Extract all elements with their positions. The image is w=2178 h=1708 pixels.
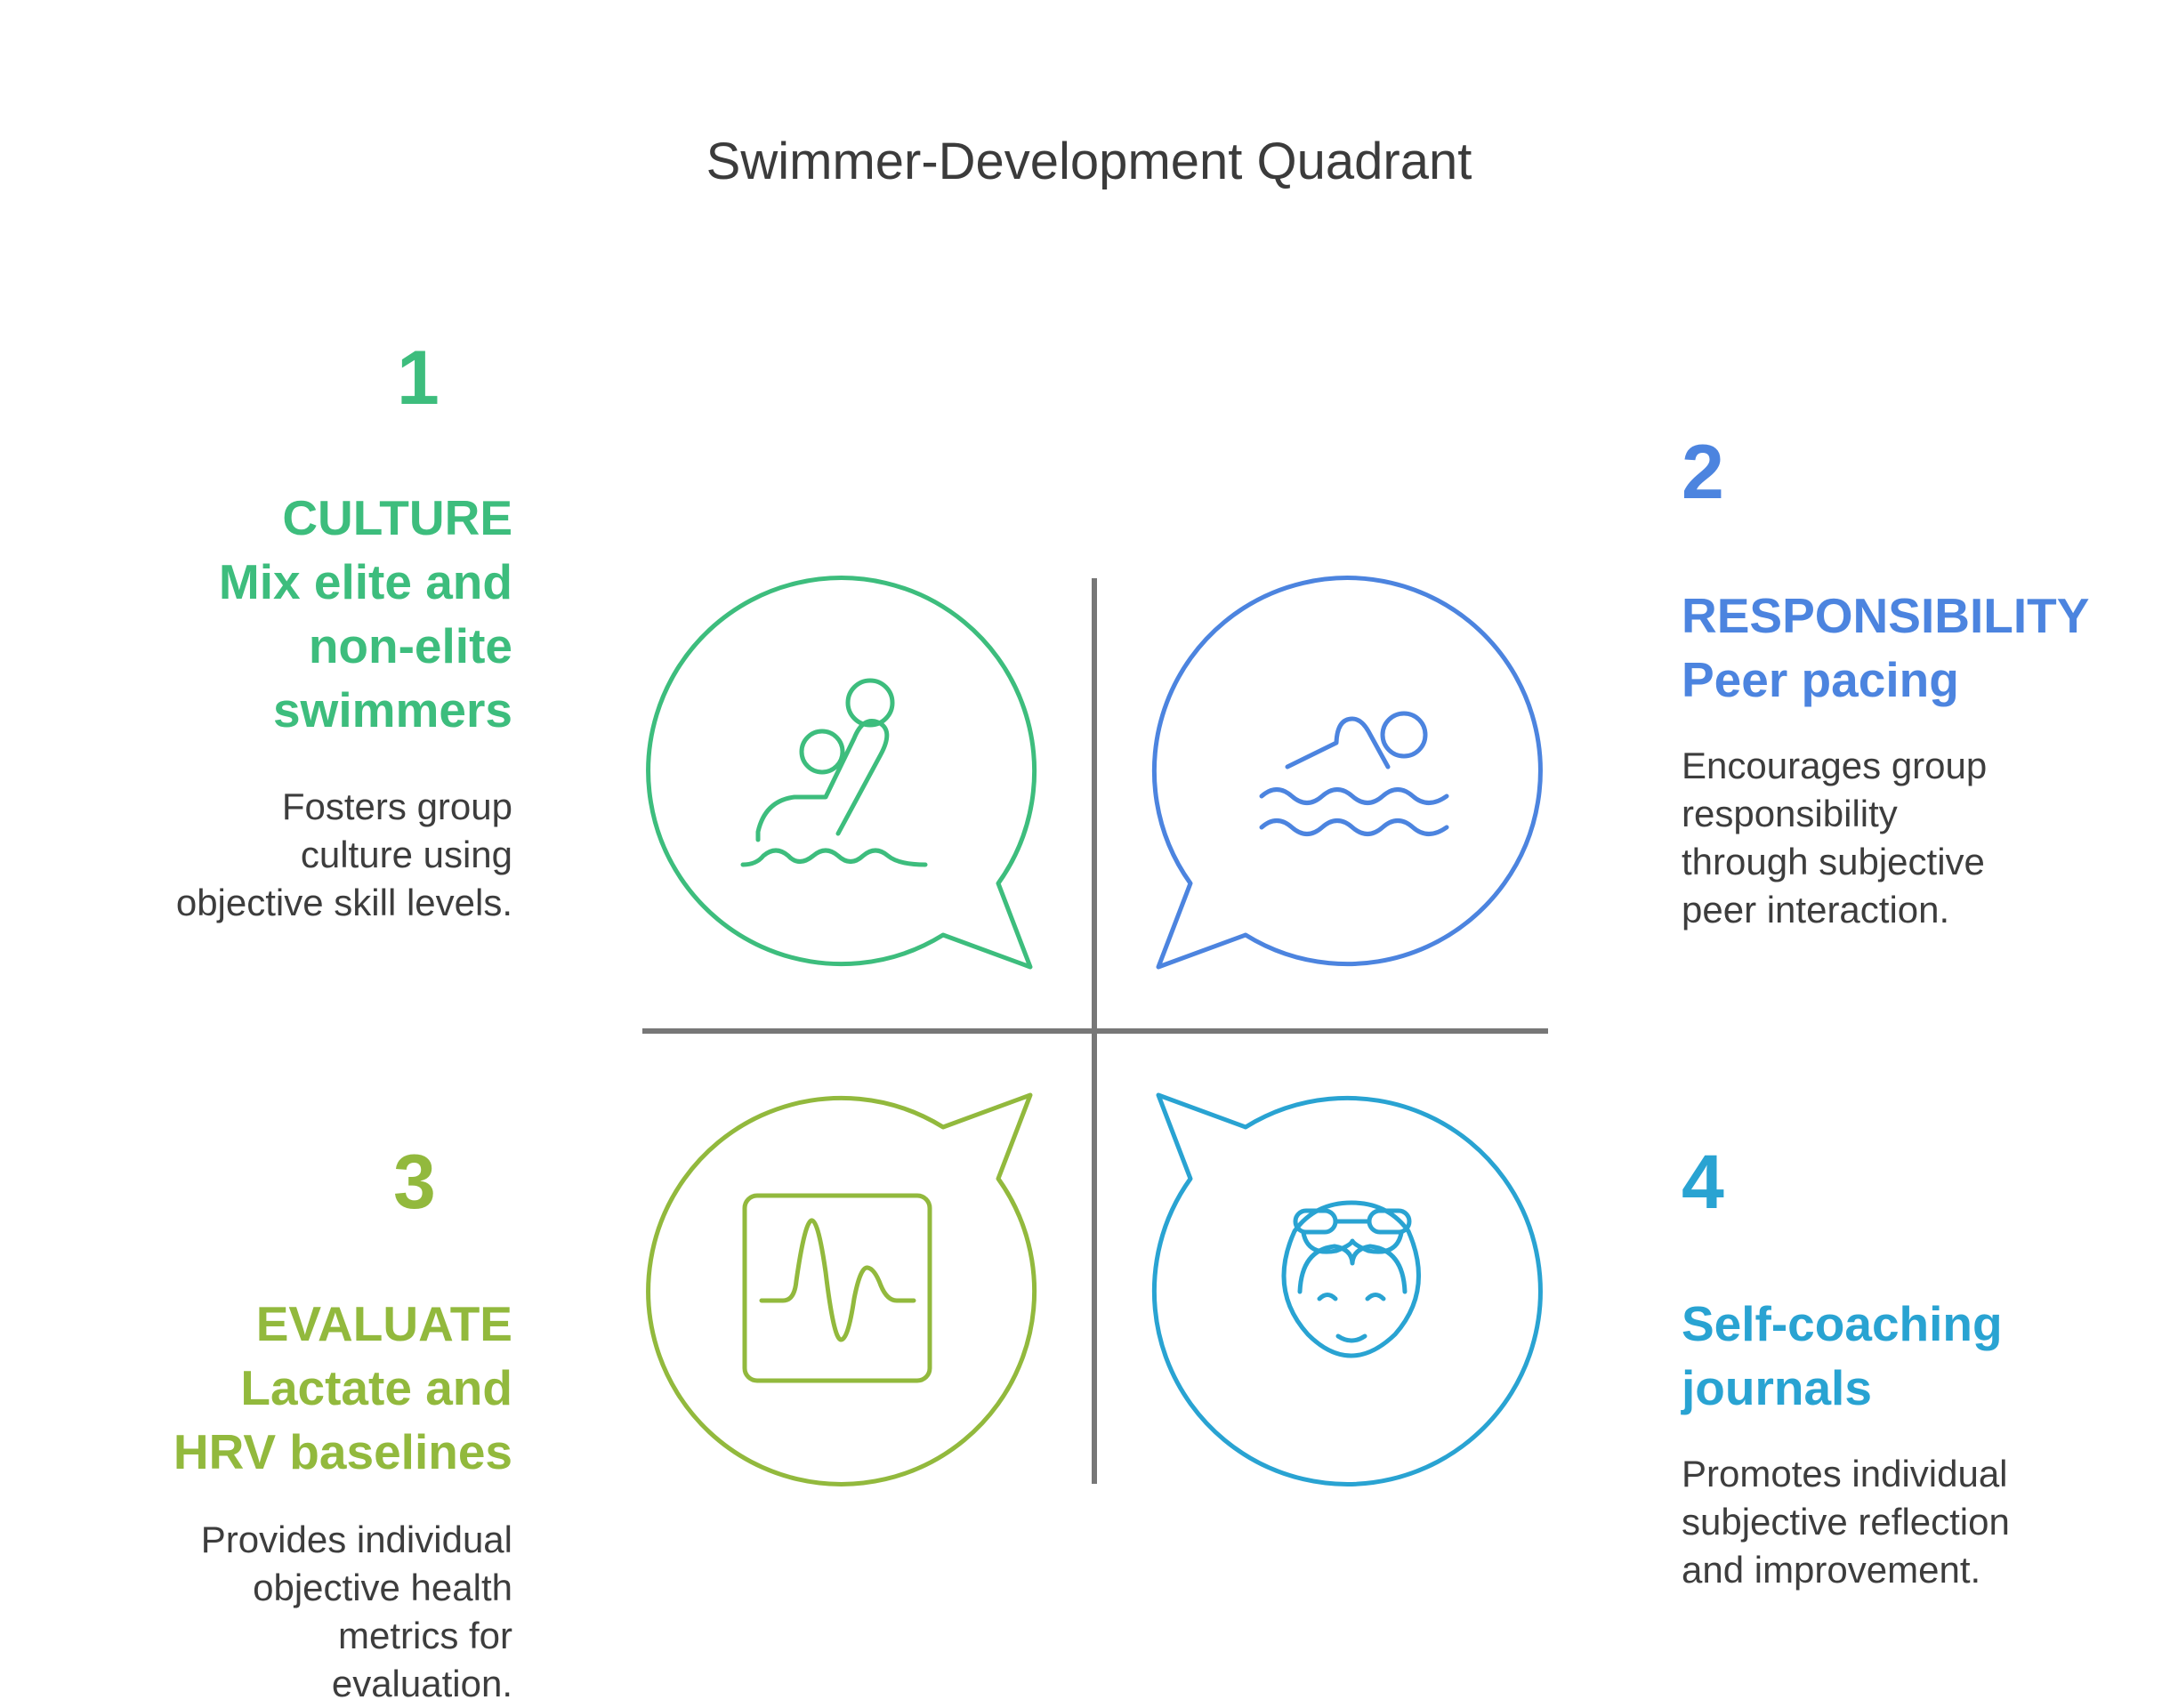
quadrant-4-heading-line: Self-coaching xyxy=(1682,1296,2003,1351)
quadrant-4-description-line: and improvement. xyxy=(1682,1549,1981,1591)
swimmer-icon xyxy=(1259,711,1449,836)
quadrant-2-heading-line: RESPONSIBILITY xyxy=(1682,588,2090,643)
quadrant-3-heading-line: EVALUATE xyxy=(255,1296,512,1351)
quadrant-3-description-line: metrics for xyxy=(337,1615,512,1656)
quadrant-1-heading-line: Mix elite and xyxy=(218,554,512,609)
diagram-title: Swimmer-Development Quadrant xyxy=(706,133,1472,190)
quadrant-1-heading-line: CULTURE xyxy=(282,490,512,545)
quadrant-1-description: Fosters group culture using objective sk… xyxy=(14,783,512,927)
quadrant-4-heading: Self-coaching journals xyxy=(1682,1292,2162,1420)
quadrant-2-number: 2 xyxy=(1682,430,1724,515)
quadrant-4-number: 4 xyxy=(1682,1140,1724,1225)
quadrant-4-heading-line: journals xyxy=(1682,1360,1872,1415)
quadrant-2-bubble xyxy=(1151,576,1543,970)
quadrant-2-heading-line: Peer pacing xyxy=(1682,652,1959,707)
quadrant-4-description-line: Promotes individual xyxy=(1682,1453,2008,1494)
quadrant-2-description-line: through subjective xyxy=(1682,841,1985,882)
quadrant-1-number: 1 xyxy=(397,335,440,421)
quadrant-2-description-line: peer interaction. xyxy=(1682,889,1950,931)
quadrant-3-bubble xyxy=(646,1092,1037,1486)
quadrant-3-heading-line: Lactate and xyxy=(240,1360,512,1415)
quadrant-3-heading-line: HRV baselines xyxy=(173,1424,512,1479)
heart-monitor-icon xyxy=(742,1193,932,1383)
quadrant-3-heading: EVALUATE Lactate and HRV baselines xyxy=(14,1292,512,1484)
quadrant-4-bubble xyxy=(1151,1092,1543,1486)
quadrant-3-number: 3 xyxy=(393,1140,436,1225)
quadrant-3-description-line: Provides individual xyxy=(200,1519,512,1560)
quadrant-1-bubble xyxy=(646,576,1037,970)
quadrant-1-heading-line: swimmers xyxy=(272,682,512,737)
quadrant-2-description-line: responsibility xyxy=(1682,793,1898,834)
quadrant-3-description-line: objective health xyxy=(253,1567,512,1608)
water-polo-player-icon xyxy=(740,678,928,867)
quadrant-2-description: Encourages group responsibility through … xyxy=(1682,742,2162,934)
quadrant-2-description-line: Encourages group xyxy=(1682,745,1988,786)
quadrant-1-description-line: Fosters group xyxy=(281,786,512,827)
swimmer-face-icon xyxy=(1281,1200,1421,1358)
quadrant-1-heading-line: non-elite xyxy=(308,618,512,673)
quadrant-1-description-line: culture using xyxy=(300,834,512,875)
quadrant-4-description-line: subjective reflection xyxy=(1682,1501,2010,1543)
quadrant-2-heading: RESPONSIBILITY Peer pacing xyxy=(1682,584,2162,712)
quadrant-1-heading: CULTURE Mix elite and non-elite swimmers xyxy=(14,486,512,742)
quadrant-1-description-line: objective skill levels. xyxy=(175,882,512,923)
quadrant-4-description: Promotes individual subjective reflectio… xyxy=(1682,1450,2162,1594)
quadrant-3-description: Provides individual objective health met… xyxy=(14,1516,512,1708)
